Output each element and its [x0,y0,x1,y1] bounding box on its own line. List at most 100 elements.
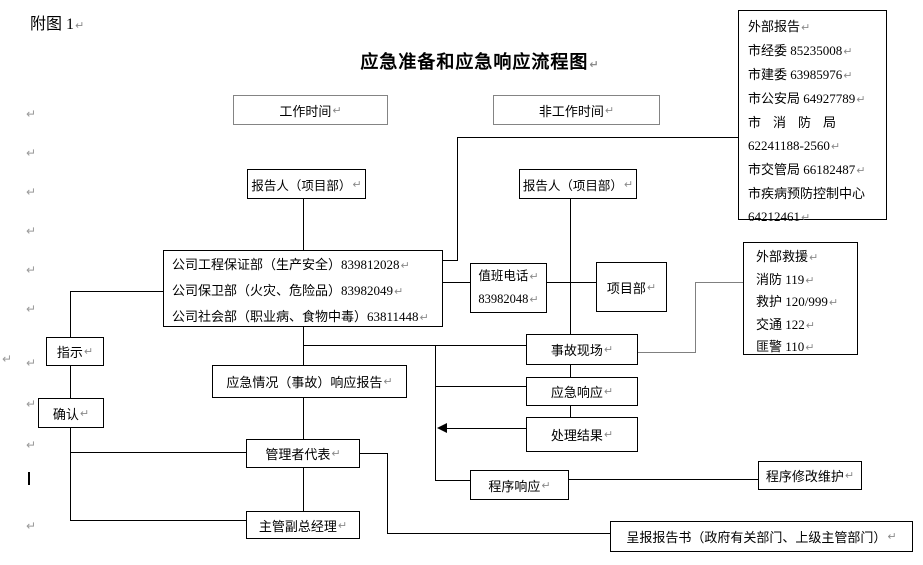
pilcrow-mark: ↵ [541,478,551,492]
pilcrow-mark: ↵ [529,293,539,306]
node-project-dept[interactable]: 项目部↵ [596,262,667,312]
node-label: 处理结果 [550,428,603,443]
node-external-report[interactable]: 外部报告↵ 市经委 85235008↵ 市建委 63985976↵ 市公安局 6… [738,10,887,224]
pilcrow-mark: ↵ [419,311,429,324]
node-handle-result[interactable]: 处理结果↵ [526,417,638,452]
pilcrow-mark: ↵ [352,177,362,191]
connector-reporterR-accident [570,199,571,334]
connector-top-vertical [457,137,458,260]
connector-top-horizontal [457,137,738,138]
connector-to-emergency-response [435,386,526,387]
node-label: 非工作时间 [538,103,604,119]
pilcrow-mark: ↵ [843,69,853,82]
connector-instruct-confirm [70,366,71,398]
pilcrow-mark: ↵ [646,280,657,294]
pilcrow-mark: ↵ [843,45,853,58]
node-label: 报告人（项目部） [251,178,352,193]
node-submit-report[interactable]: 呈报报告书（政府有关部门、上级主管部门）↵ [610,521,913,552]
node-management-rep[interactable]: 管理者代表↵ [246,439,360,468]
paragraph-mark: ↵ [26,519,37,533]
text-cursor [28,472,30,485]
pilcrow-mark: ↵ [604,103,615,117]
connector-dutyphone-project [547,282,596,283]
external-report-line: 市疾病预防控制中心 [748,186,866,201]
paragraph-mark: ↵ [26,185,37,199]
node-label: 应急响应 [550,385,603,400]
pilcrow-mark: ↵ [805,318,815,332]
connector-to-accident-scene [303,345,526,346]
node-label: 程序修改维护 [765,469,844,484]
connector-mgmtrep-right-v [387,453,388,533]
pilcrow-mark: ↵ [844,469,855,482]
page-title-text: 应急准备和应急响应流程图 [360,52,589,72]
pilcrow-mark: ↵ [603,428,614,441]
external-rescue-line: 匪警 110 [756,339,805,354]
node-label: 程序响应 [488,478,541,494]
connector-confirm-down [70,428,71,521]
paragraph-mark: ↵ [26,397,37,411]
node-reporter-left[interactable]: 报告人（项目部）↵ [247,169,366,199]
pilcrow-mark: ↵ [400,259,410,272]
connector-instruct-company-h [70,291,163,292]
external-report-line: 市交管局 66182487 [748,162,856,177]
pilcrow-mark: ↵ [856,164,866,177]
arrowhead-left-icon [437,423,447,433]
connector-accident-rescue-v [695,282,696,353]
connector-procresp-procmaint [569,479,758,480]
node-label: 事故现场 [550,343,603,358]
node-label: 确认 [52,406,79,422]
paragraph-mark: ↵ [26,356,37,370]
figure-label-text: 附图 1 [30,16,75,33]
external-rescue-line: 救护 120/999 [756,294,828,309]
pilcrow-mark: ↵ [828,296,839,309]
external-rescue-line: 消防 119 [756,271,805,287]
node-label: 项目部 [606,280,646,296]
connector-company-emreport [303,327,304,365]
node-procedure-maintain[interactable]: 程序修改维护↵ [758,461,862,490]
paragraph-mark: ↵ [2,352,13,366]
pilcrow-mark: ↵ [805,341,815,354]
node-non-work-time[interactable]: 非工作时间↵ [493,95,660,125]
pilcrow-mark: ↵ [809,251,819,264]
pilcrow-mark: ↵ [603,385,614,398]
connector-reporterL-company [303,199,304,250]
node-company-departments[interactable]: 公司工程保证部（生产安全）839812028↵ 公司保卫部（火灾、危险品）839… [163,250,443,327]
node-procedure-response[interactable]: 程序响应↵ [470,470,569,500]
node-confirm[interactable]: 确认↵ [38,398,104,428]
connector-instruct-company-v [70,291,71,337]
node-label: 工作时间 [279,103,332,119]
duty-phone-label: 值班电话 [478,269,529,283]
pilcrow-mark: ↵ [332,103,342,117]
connector-confirm-deputygm [70,520,246,521]
node-emergency-response[interactable]: 应急响应↵ [526,377,638,406]
paragraph-mark: ↵ [26,146,37,160]
node-duty-phone[interactable]: 值班电话↵ 83982048↵ [470,263,547,313]
connector-emresponse-result [570,406,571,417]
page-title: 应急准备和应急响应流程图↵ [300,48,660,74]
node-deputy-gm[interactable]: 主管副总经理↵ [246,511,360,539]
paragraph-mark: ↵ [26,224,37,238]
node-label: 报告人（项目部） [522,178,623,193]
node-work-time[interactable]: 工作时间↵ [233,95,388,125]
node-accident-scene[interactable]: 事故现场↵ [526,334,638,365]
connector-company-stub [443,260,458,261]
node-instruct[interactable]: 指示↵ [46,337,104,366]
pilcrow-mark: ↵ [589,58,600,71]
node-reporter-right[interactable]: 报告人（项目部）↵ [519,169,637,199]
connector-mgmtrep-deputygm [303,468,304,511]
pilcrow-mark: ↵ [337,518,348,532]
external-report-line: 62241188-2560 [748,138,830,153]
duty-phone-number: 83982048 [478,292,529,306]
node-external-rescue[interactable]: 外部救援↵ 消防 119↵ 救护 120/999↵ 交通 122↵ 匪警 110… [743,242,858,355]
external-report-line: 64212461 [748,209,800,224]
node-label: 主管副总经理 [258,518,337,534]
connector-accident-emresponse [570,365,571,377]
pilcrow-mark: ↵ [331,447,341,460]
paragraph-mark: ↵ [26,438,37,452]
node-label: 呈报报告书（政府有关部门、上级主管部门） [626,530,887,545]
pilcrow-mark: ↵ [801,21,811,34]
node-emergency-report[interactable]: 应急情况（事故）响应报告↵ [212,365,407,398]
pilcrow-mark: ↵ [805,273,815,287]
connector-mgmtrep-right-h1 [360,453,387,454]
